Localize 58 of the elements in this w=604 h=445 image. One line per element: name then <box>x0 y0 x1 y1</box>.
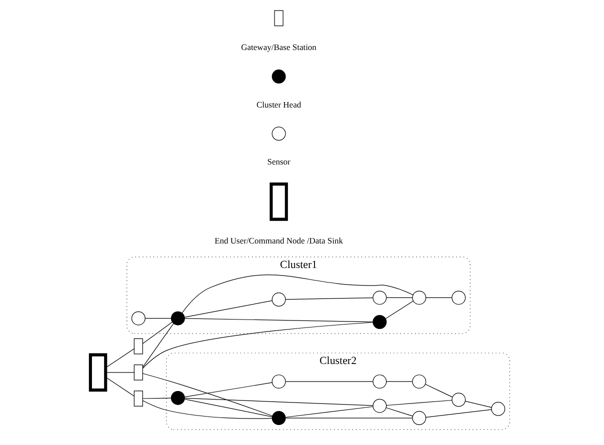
node-circle <box>412 411 426 425</box>
connector <box>384 300 414 319</box>
connector <box>464 400 492 408</box>
node-circle <box>451 290 466 305</box>
cluster: Cluster2 <box>166 352 510 430</box>
connector <box>142 323 174 368</box>
connector <box>142 373 272 416</box>
connector <box>386 381 412 382</box>
node-circle <box>170 311 184 326</box>
connector <box>144 318 171 319</box>
connector <box>184 398 373 406</box>
connector <box>142 322 373 369</box>
legend-label: Sensor <box>266 156 290 166</box>
connector <box>386 297 412 298</box>
connector <box>104 348 134 368</box>
cluster: Cluster1 <box>126 256 470 334</box>
node-circle <box>271 126 286 141</box>
connector <box>424 384 452 398</box>
node-box <box>88 353 107 392</box>
node-circle <box>372 374 386 389</box>
connector <box>284 406 373 418</box>
node-circle <box>490 402 505 416</box>
node-circle <box>271 411 286 425</box>
node-circle <box>372 290 386 305</box>
connector <box>184 300 272 318</box>
connector <box>184 318 373 322</box>
legend-label: Cluster Head <box>256 99 301 110</box>
connector <box>142 400 272 419</box>
connector <box>386 400 452 406</box>
node-circle <box>271 292 286 306</box>
node-circle <box>412 374 426 389</box>
node-box <box>269 182 288 221</box>
connector <box>104 376 134 396</box>
legend-label: Gateway/Base Station <box>240 42 316 52</box>
node-circle <box>271 70 286 84</box>
connector <box>284 298 373 300</box>
node-circle <box>451 392 466 407</box>
node-box <box>274 10 283 26</box>
node-circle <box>412 290 426 305</box>
connector <box>184 398 272 418</box>
node-circle <box>130 311 145 326</box>
connector <box>142 322 172 344</box>
connector <box>104 372 134 373</box>
connector <box>425 409 492 418</box>
node-box <box>133 364 142 380</box>
connector <box>184 382 272 398</box>
node-box <box>133 390 142 406</box>
connector <box>385 407 412 416</box>
node-circle <box>372 398 386 413</box>
connector <box>425 297 452 298</box>
node-circle <box>271 374 286 389</box>
connector <box>284 381 373 382</box>
node-box <box>133 338 142 354</box>
node-circle <box>372 315 386 329</box>
legend-label: End User/Command Node /Data Sink <box>214 235 343 246</box>
connector <box>142 398 171 399</box>
connector <box>181 274 413 314</box>
node-circle <box>170 390 184 405</box>
